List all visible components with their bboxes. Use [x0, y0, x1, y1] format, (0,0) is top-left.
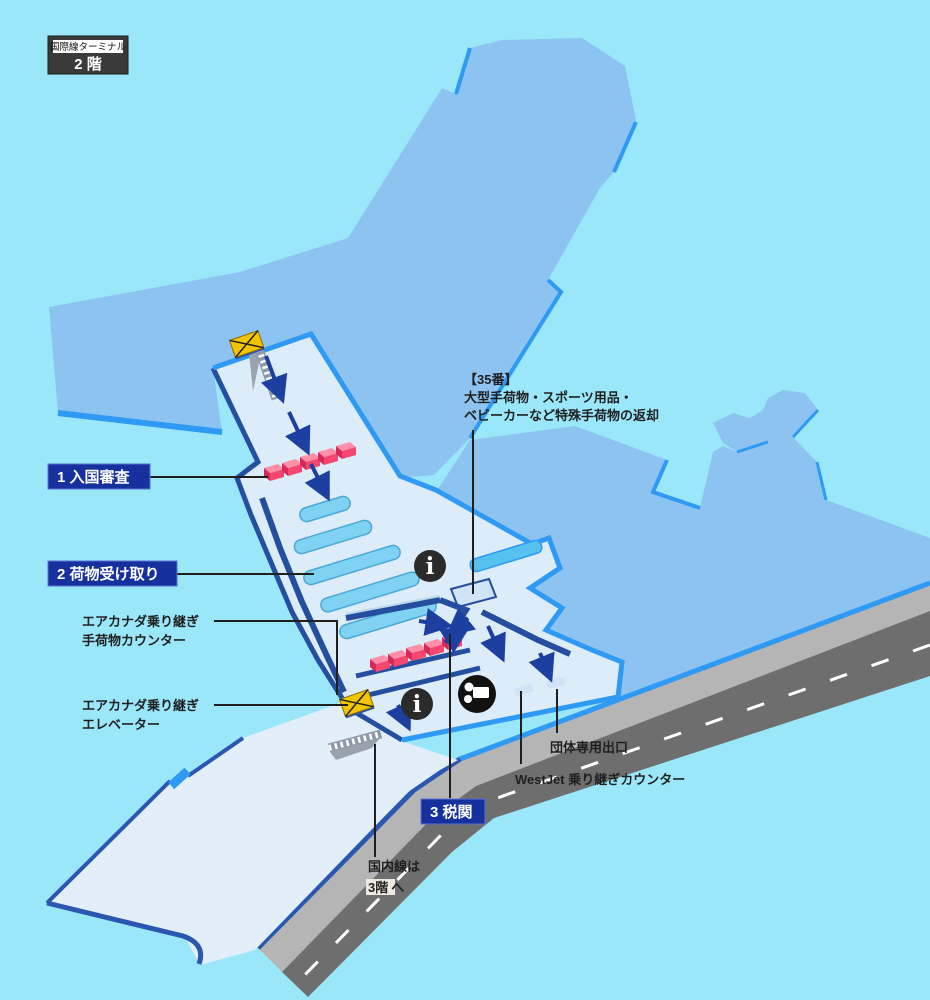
building-edge [454, 47, 472, 95]
aircanada-elevator-line2: エレベーター [82, 717, 160, 732]
info-icon: i [401, 688, 433, 720]
lower-concourse-strip [45, 703, 458, 965]
domestic-line2: 3階へ [368, 880, 404, 895]
building-edge [468, 278, 564, 440]
aircanada-counter-line2: 手荷物カウンター [82, 633, 186, 648]
oversize-baggage-belt [469, 539, 543, 573]
domestic-note: 国内線は 3階へ [366, 859, 420, 895]
special-baggage-note: 【35番】 大型手荷物・スポーツ用品・ ベビーカーなど特殊手荷物の返却 [464, 372, 659, 423]
flow-arrow [261, 355, 288, 404]
westjet-counter-label: WestJet 乗り継ぎカウンター [515, 772, 685, 787]
flow-arrow [480, 625, 506, 663]
pointer-lines [150, 430, 558, 857]
flow-arrow [418, 608, 454, 636]
pointer-line-aircanada-counter [214, 620, 338, 695]
baggage-cart-icon [458, 675, 496, 713]
badge-terminal-type: 国際線ターミナル [50, 41, 127, 53]
legend-baggage-claim-label: 2 荷物受け取り [57, 565, 160, 583]
baggage-carousel [299, 495, 351, 523]
terminal-small-pier [713, 390, 818, 452]
concourse-floor [47, 703, 458, 965]
legend-immigration: 1 入国審査 [47, 463, 151, 490]
badge-floor-number: 2 階 [74, 55, 102, 73]
domestic-highlight-bg [366, 879, 395, 895]
baggage-carousel [293, 519, 373, 555]
escalator-icon [327, 729, 383, 760]
building-edge [650, 459, 701, 510]
hall-fixtures [249, 347, 572, 760]
domestic-highlight: 3階 [368, 880, 388, 895]
legend-immigration-label: 1 入国審査 [57, 468, 131, 486]
special-baggage-line1: 【35番】 [464, 372, 517, 387]
special-baggage-line3: ベビーカーなど特殊手荷物の返却 [464, 408, 659, 423]
aircanada-counter-note: エアカナダ乗り継ぎ 手荷物カウンター [82, 614, 199, 648]
building-edge [791, 408, 820, 439]
sidewalk [258, 583, 930, 972]
curb-line [256, 756, 462, 950]
hall-border-right [212, 330, 625, 743]
hall-wall [259, 496, 347, 694]
concourse-edge [186, 736, 245, 778]
flow-arrow [284, 411, 311, 456]
domestic-suffix: へ [391, 880, 404, 895]
flow-arrow [438, 626, 471, 654]
aircanada-counter-line1: エアカナダ乗り継ぎ [82, 614, 199, 629]
westjet-exit-door [514, 683, 534, 697]
flow-arrows [261, 355, 555, 732]
text-annotations: 【35番】 大型手荷物・スポーツ用品・ ベビーカーなど特殊手荷物の返却 エアカナ… [82, 372, 685, 895]
building-edge [612, 121, 638, 173]
flow-arrow [304, 463, 330, 502]
concourse-edge [45, 779, 172, 905]
special-baggage-line2: 大型手荷物・スポーツ用品・ [464, 390, 633, 405]
building-edge [815, 461, 828, 501]
terminal-right-mass [436, 426, 930, 700]
info-glyph: i [413, 691, 422, 718]
customs-counter-wall [363, 665, 481, 699]
baggage-carousel [303, 544, 401, 586]
road [282, 611, 930, 997]
info-icon: i [414, 550, 446, 582]
terminal-upper-arm [49, 38, 636, 478]
building-edge [736, 440, 769, 454]
concourse-gate [168, 767, 191, 790]
legend-labels: 1 入国審査 2 荷物受け取り 3 税関 [47, 463, 486, 825]
flow-arrow [385, 700, 412, 732]
floor-badge: 国際線ターミナル 2 階 [47, 35, 129, 75]
legend-customs: 3 税関 [420, 798, 486, 825]
map-icons: i i [228, 329, 496, 720]
group-exit-door [546, 676, 566, 690]
building-edge [57, 410, 223, 435]
group-exit-label: 団体専用出口 [550, 740, 628, 755]
legend-baggage-claim: 2 荷物受け取り [47, 560, 178, 587]
arrival-floor [213, 334, 622, 740]
aircanada-elevator-note: エアカナダ乗り継ぎ エレベーター [82, 698, 199, 732]
channel-wall [480, 609, 572, 657]
transfer-counter-top [345, 595, 441, 615]
transfer-counter-wall [345, 597, 441, 621]
terminal-building [49, 38, 930, 700]
curb-line [459, 580, 930, 762]
flow-arrow [528, 651, 555, 683]
legend-customs-label: 3 税関 [430, 803, 473, 821]
domestic-line1: 国内線は [368, 859, 420, 874]
concourse-edge [46, 900, 204, 965]
aircanada-elevator-line1: エアカナダ乗り継ぎ [82, 698, 199, 713]
info-glyph: i [426, 553, 435, 580]
